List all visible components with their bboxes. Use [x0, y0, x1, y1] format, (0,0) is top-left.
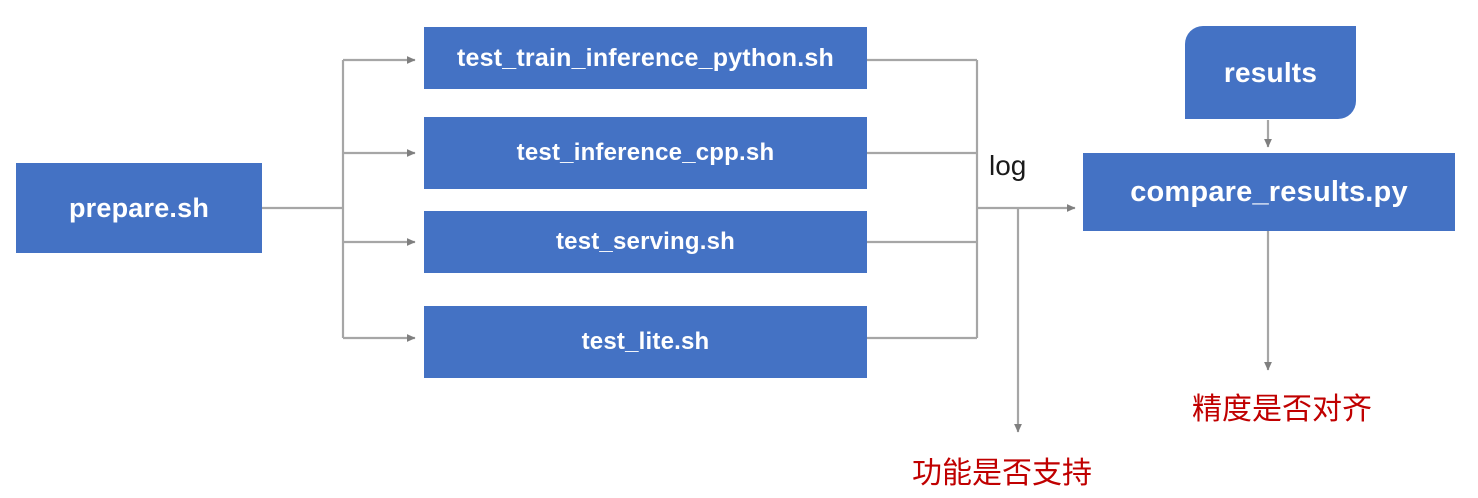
edge-tests-to-bus: [867, 58, 979, 340]
node-test-train-inference-python-sh[interactable]: test_train_inference_python.sh: [424, 27, 867, 89]
node-prepare-sh[interactable]: prepare.sh: [16, 163, 262, 253]
edge-label-log: log: [989, 150, 1027, 181]
annotation-precision-aligned: 精度是否对齐: [1192, 392, 1372, 427]
annotation-function-support: 功能是否支持: [912, 456, 1092, 491]
node-test-lite-sh[interactable]: test_lite.sh: [424, 306, 867, 378]
node-compare-results-py[interactable]: compare_results.py: [1083, 153, 1455, 231]
node-results[interactable]: results: [1185, 26, 1356, 119]
node-test-inference-cpp-sh[interactable]: test_inference_cpp.sh: [424, 117, 867, 189]
node-test-serving-sh[interactable]: test_serving.sh: [424, 211, 867, 273]
edge-prepare-to-bus: [262, 60, 345, 338]
